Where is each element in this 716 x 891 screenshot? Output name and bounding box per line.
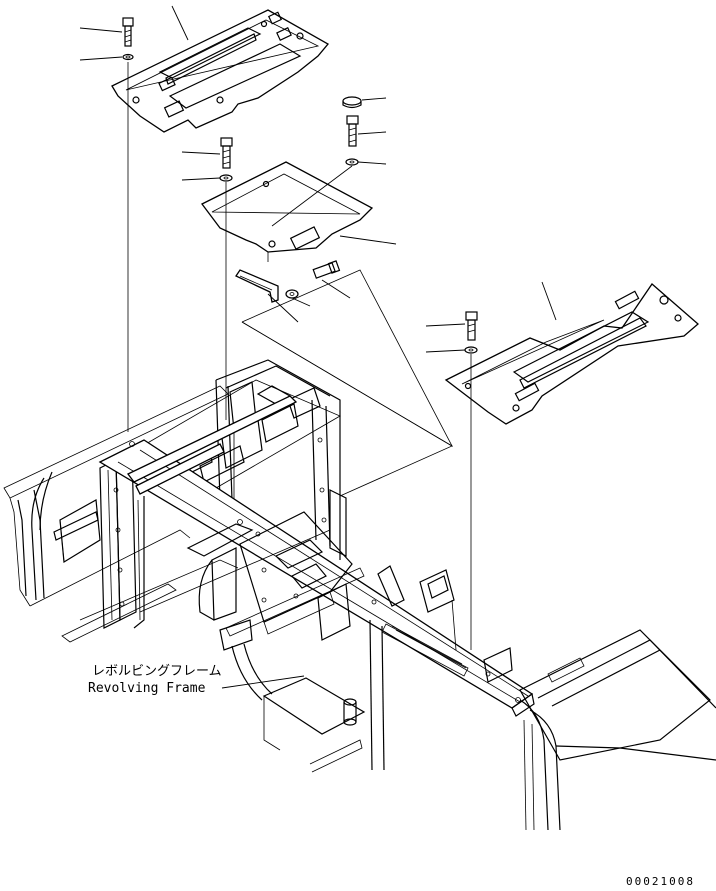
washer-2 [219,174,233,182]
revolving-frame [3,359,716,831]
frame-label-japanese: レボルビングフレーム [92,664,222,679]
cover-plate-middle [201,161,374,262]
washer-1 [122,53,134,61]
cover-plate-left [111,9,329,133]
washer-4 [285,289,299,299]
washer-5 [464,346,478,354]
cap-plug [342,96,362,109]
bolt-5 [465,311,478,341]
bolt-4 [312,260,341,279]
frame-label-english: Revolving Frame [88,681,206,696]
bolt-1 [122,17,134,47]
drawing-number: 00021008 [626,875,695,888]
bolt-3 [346,115,359,147]
bolt-2 [220,137,233,169]
bracket [235,269,279,303]
cover-plate-right [444,283,699,425]
washer-3 [345,158,359,166]
frame-leader-line [221,675,305,689]
